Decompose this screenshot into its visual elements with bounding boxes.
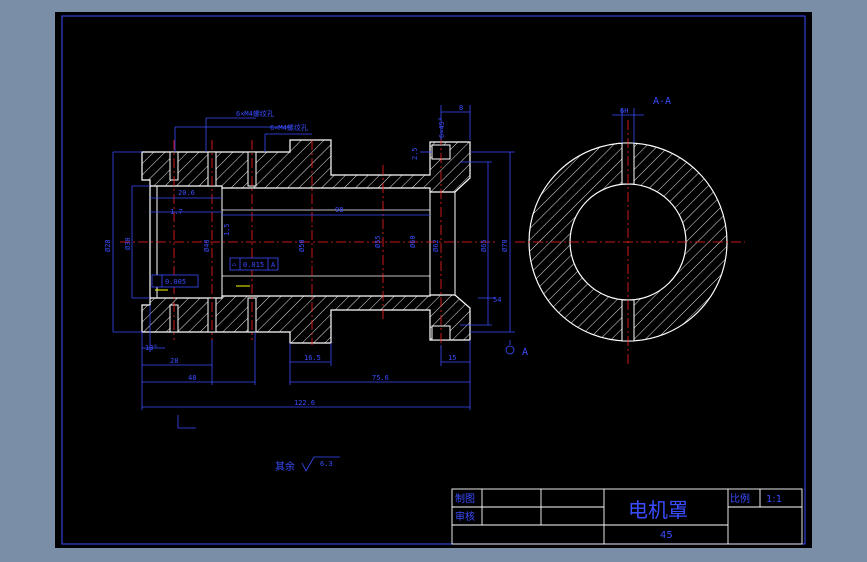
note-roughness: 6.3 bbox=[320, 460, 333, 468]
dim-16-5: 16.5 bbox=[304, 354, 321, 362]
tb-scale-value: 1:1 bbox=[766, 494, 782, 505]
view-marker-a: A bbox=[522, 347, 528, 358]
dim-122-6: 122.6 bbox=[294, 399, 315, 407]
tol-ref: A bbox=[271, 261, 276, 269]
dim-2-5: 2.5 bbox=[411, 147, 419, 160]
dim-48: 48 bbox=[188, 374, 196, 382]
upper-wall-hatch bbox=[141, 139, 471, 193]
datum-circle bbox=[505, 345, 515, 355]
dim-phi-8: Ø70 bbox=[501, 239, 509, 252]
tolerance-frames bbox=[151, 257, 279, 288]
dim-phi-3: Ø50 bbox=[298, 239, 306, 252]
dim-phi-5: Ø60 bbox=[409, 235, 417, 248]
dim-phi-6: Ø62 bbox=[432, 239, 440, 252]
title-block bbox=[451, 488, 803, 545]
note-surface: 其余 bbox=[275, 460, 295, 473]
dim-phi-1: Ø30 bbox=[124, 237, 132, 250]
dim-holes-top: 6×M4螺纹孔 bbox=[236, 109, 274, 118]
lower-wall-hatch bbox=[141, 294, 471, 344]
dim-phi-7: Ø65 bbox=[480, 239, 488, 252]
dim-phi-left: Ø20 bbox=[104, 239, 112, 252]
dimension-texts: 6×M4螺纹孔 6×M4螺纹孔 8 6×45° 2.5 20.6 1.7 98 … bbox=[104, 104, 528, 473]
dim-54: 54 bbox=[493, 296, 501, 304]
dim-20-6: 20.6 bbox=[178, 189, 195, 197]
tb-part-name: 电机罩 bbox=[628, 498, 688, 522]
inner-border bbox=[61, 15, 806, 545]
dim-13: 13° bbox=[145, 344, 158, 352]
section-a-a-view: A-A 6H bbox=[515, 96, 745, 365]
dim-6x45: 6×45° bbox=[438, 117, 446, 138]
tol-flatness: 0.015 bbox=[243, 261, 264, 269]
tol-symbol: ⌓ bbox=[232, 261, 237, 269]
roughness-symbol bbox=[301, 456, 340, 472]
dim-1-7: 1.7 bbox=[170, 208, 183, 216]
dim-75-6: 75.6 bbox=[372, 374, 389, 382]
dim-28: 28 bbox=[170, 357, 178, 365]
tb-drawn-label: 制图 bbox=[455, 492, 475, 505]
tb-material: 45 bbox=[660, 530, 673, 541]
dim-top-right: 8 bbox=[459, 104, 463, 112]
tb-checked-label: 审核 bbox=[455, 510, 475, 523]
section-dim-top: 6H bbox=[620, 107, 628, 115]
dim-1-5: 1.5 bbox=[223, 223, 231, 236]
dim-holes-mid: 6×M4螺纹孔 bbox=[270, 123, 308, 132]
dimension-lines bbox=[112, 105, 515, 429]
dim-phi-2: Ø40 bbox=[203, 239, 211, 252]
main-section-view bbox=[120, 135, 495, 350]
dim-98: 98 bbox=[335, 206, 343, 214]
dim-phi-4: Ø55 bbox=[374, 235, 382, 248]
tol-perp: 0.005 bbox=[165, 278, 186, 286]
tb-scale-label: 比例 bbox=[730, 492, 750, 505]
dim-15: 15 bbox=[448, 354, 456, 362]
section-label: A-A bbox=[653, 96, 671, 107]
